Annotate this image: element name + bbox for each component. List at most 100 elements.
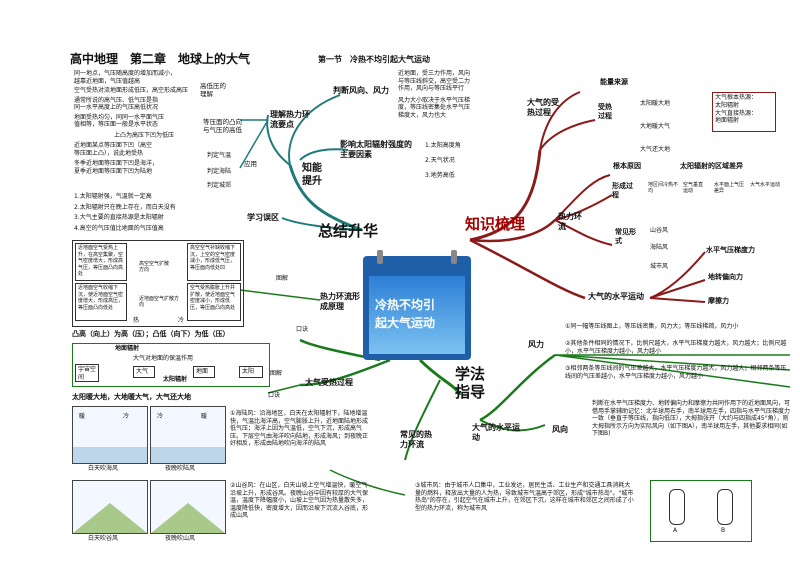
label-apply: 应用	[244, 160, 257, 168]
solar-item: 2.天气状况	[425, 157, 455, 164]
card-face	[369, 276, 465, 354]
atm-slogan-label: 口诀	[268, 392, 281, 399]
mistakes-label: 学习误区	[247, 213, 279, 222]
pic-label: 暖	[79, 413, 86, 420]
solar-item: 3.地势高低	[425, 172, 455, 179]
ability-label: 知能提升	[302, 163, 322, 187]
mistakes-list: 1.太阳辐射强，气温就一定高 2.太阳辐射只在晚上存在，而白天没有 3.大气主要…	[74, 193, 176, 232]
mountain-shape	[151, 503, 225, 533]
valley-day-pic	[72, 480, 148, 534]
label-temp: 判定气温	[207, 152, 232, 159]
power-item: ①同一幅等压线图上，等压线密集，风力大；等压线稀疏，风力小	[565, 323, 739, 330]
proc-label: 受热过程	[598, 103, 612, 120]
atm-diagram-label: 图解	[270, 370, 283, 377]
hand-b: B	[721, 527, 726, 534]
mountain-shape	[73, 503, 147, 533]
branch-summary: 总结升华	[318, 222, 379, 240]
label-city: 判定城郊	[207, 182, 232, 189]
page-title: 高中地理 第二章 地球上的大气	[70, 52, 251, 66]
left-box2: 近地面空气收缩下沉，使近地面空气密度增大，形成高压，等压面凸向低处	[75, 283, 127, 321]
solar-label: 影响太阳辐射强度的主要因素	[340, 140, 412, 159]
solar-item: 1.太阳高度角	[425, 142, 461, 149]
label-sea-land: 判定海陆	[207, 168, 232, 175]
form-item: 城市风	[650, 263, 669, 270]
mistake-item: 1.太阳辐射强，气温就一定高	[74, 193, 152, 200]
form-item: 山谷风	[650, 227, 669, 234]
sea-shape	[73, 447, 147, 463]
land-breeze-night-pic: 冷 暖	[150, 406, 226, 464]
pic-caption: 夜晚吹山风	[165, 535, 196, 542]
pic-caption: 夜晚吹陆风	[165, 465, 196, 472]
note: 地面受热均匀，同同一水平面气压	[74, 113, 165, 121]
root-text: 太阳辐射的区域差异	[680, 162, 743, 170]
wind-dir-text: 判断在水平气压梯度力、地转偏向力和摩擦力共同作用下的近地面风向，可借用手掌辅助记…	[592, 400, 791, 437]
hand-icon	[669, 489, 685, 525]
valley-text: ②山谷风：在山区，白天山坡上空气增温快，暖空气沿坡上升，形成谷风。夜晚山谷中因有…	[230, 482, 369, 519]
hmove-label: 大气的水平运动	[588, 292, 644, 301]
power-item: ②其他条件相同的情况下，比例尺越大，水平气压梯度力越大，风力越大；比例尺越小，水…	[565, 340, 787, 355]
sea-land-text: ①海陆风：沿海地区，白天在太阳辐射下，陆地增温快，气温比海洋高，空气膨胀上升，近…	[230, 410, 369, 447]
sea-shape	[151, 447, 225, 463]
hands-diagram: A B	[650, 480, 752, 542]
understand-notes: 同一地点，气压随高度的增加而减小， 越靠近地面，气压值越高 空气受热对流地面形成…	[74, 70, 242, 175]
ring-icon	[451, 250, 457, 264]
heat-slogan: 凸高（向上）为高（压）；凸低（向下）为低（压）	[72, 330, 230, 338]
hand-a: A	[673, 527, 678, 534]
wind-dir-label: 风向	[552, 425, 568, 434]
space-box: 宇宙空间	[75, 364, 99, 382]
label-high-low: 高低压的理解	[200, 82, 226, 99]
understand-label: 理解热力环流要点	[270, 110, 310, 129]
branch-method: 学法 指导	[455, 365, 486, 401]
force-item: 水平气压梯度力	[706, 246, 755, 254]
src-line: 太阳辐射	[715, 101, 740, 109]
energy-label: 能量来源	[600, 78, 628, 86]
atm-heat-diagram: 地面辐射 大气对地面的保温作用 宇宙空间 大气 地面 太阳 太阳辐射	[72, 343, 270, 387]
heated-label: 大气的受热过程	[527, 98, 559, 117]
form-label: 形成过程	[612, 182, 633, 199]
atm-heat-label: 大气受热过程	[305, 378, 353, 387]
note: 度，等压线密集处水平气压	[398, 104, 471, 111]
force-item: 摩擦力	[708, 297, 729, 305]
heat-source-box: 大气根本热源： 太阳辐射 大气直接热源： 地面辐射	[712, 92, 776, 132]
note: 冬季近地面等压面下凹是海洋，	[74, 160, 159, 167]
ring-icon	[377, 250, 383, 264]
form-step: 空气垂直运动	[683, 182, 704, 195]
atm-slogan: 太阳暖大地，大地暖大气，大气还大地	[72, 393, 191, 401]
ground-radiation: 地面辐射	[115, 345, 140, 352]
note: 越靠近地面，气压值越高	[74, 77, 141, 85]
note: 与等压线斜交，高空受二力	[398, 77, 471, 85]
mistake-item: 4.高空的气压值比地面的气压值高	[74, 224, 164, 232]
circ-label: 热力环流	[558, 212, 582, 231]
note: 值相等，等压面一般是水平状态	[74, 121, 159, 128]
hmove-method-label: 大气的水平运动	[472, 423, 520, 442]
pic-caption: 白天吹海风	[88, 465, 119, 472]
wind-power-label: 风力	[528, 340, 544, 349]
ground-box: 地面	[193, 366, 215, 378]
right-box: 高空空气补缺收缩下沉，上空的空气密度减小，形成低气压，等压面向低处凹	[187, 243, 241, 281]
root-label: 根本原因	[613, 162, 641, 170]
proc-step: 大地暖大气	[640, 123, 671, 130]
power-item: ③相邻两条等压线间的气压差越大，水平气压梯度力越大，风力越大；相邻两条等压线间的…	[565, 365, 787, 380]
mistake-item: 2.太阳辐射只在晚上存在，而白天没有	[74, 203, 176, 211]
heat-diagram-label: 图解	[276, 275, 289, 282]
pic-label: 冷	[123, 413, 130, 420]
src-line: 地面辐射	[715, 117, 740, 125]
form-item: 海陆风	[650, 244, 669, 251]
center-line2: 起大气运动	[375, 316, 436, 330]
proc-step: 大气还大地	[640, 146, 671, 153]
left-box: 近地面空气受热上升，在高空集聚，空气密度增大，形成高气压，等压面凸向高处	[75, 243, 127, 281]
branch-knowledge: 知识梳理	[465, 215, 526, 233]
city-text: ③城市风：由于城市人口集中，工业发达，居民生活、工业生产和交通工具消耗大量的燃料…	[415, 482, 634, 512]
center-card: 冷热不均引 起大气运动	[363, 250, 471, 360]
label-isobar: 等压面的凸向与气压的高低	[203, 118, 242, 135]
form-step: 水平面上气压差异	[714, 182, 745, 195]
src-line: 大气直接热源：	[715, 109, 758, 117]
note: 近地面，受三力作用，风向	[398, 70, 471, 77]
note: 空气受热对流地面形成低压，高空形成高压	[74, 87, 189, 94]
force-item: 地转偏向力	[708, 273, 743, 281]
air-box: 大气	[133, 366, 155, 378]
form-step: 大气水平运动	[750, 182, 781, 188]
pic-caption: 白天吹谷风	[88, 535, 119, 542]
mid-bot: 近地面空气扩散方向	[139, 296, 180, 309]
